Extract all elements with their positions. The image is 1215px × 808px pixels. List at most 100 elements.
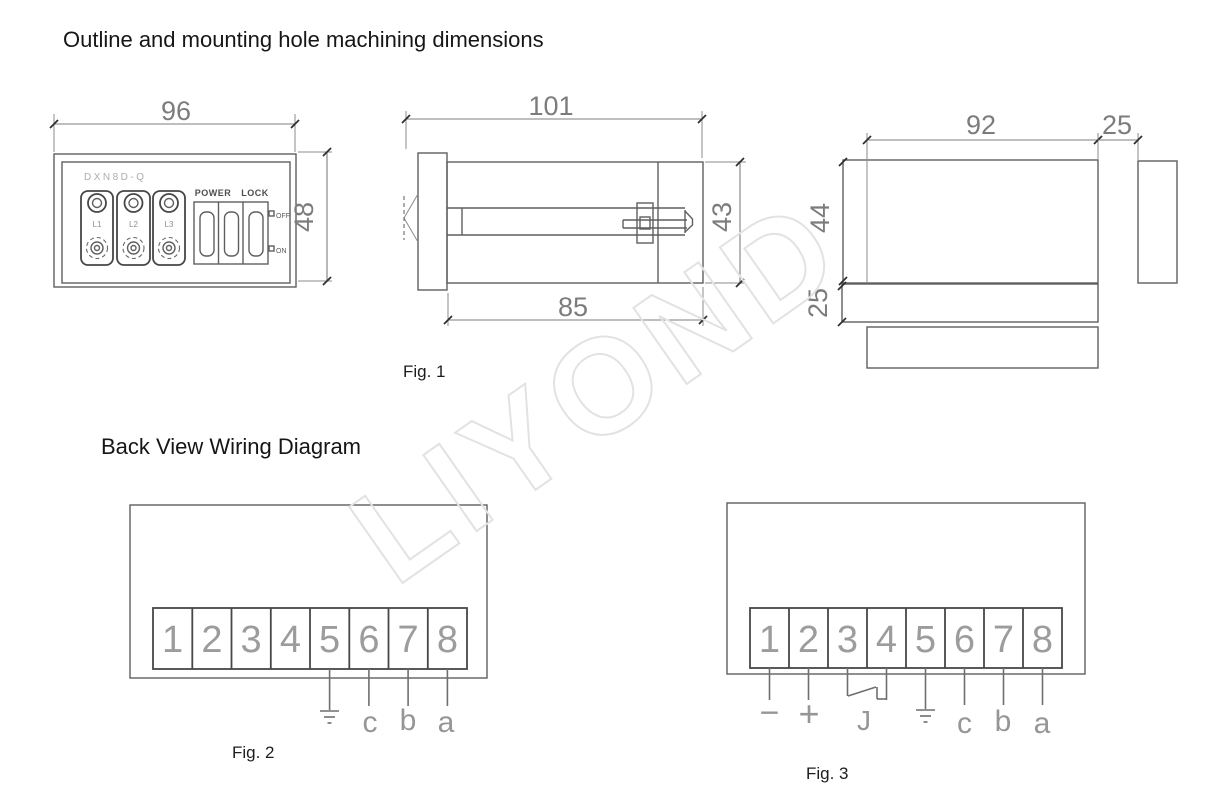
fig3-wire-label-plus: + (798, 693, 819, 734)
switch-slot (199, 211, 215, 257)
lamp-label: L3 (165, 220, 174, 229)
fig3-terminal-dividers (788, 608, 1024, 668)
dim-101-value: 101 (528, 91, 573, 121)
fig3-ground-icon (916, 709, 935, 723)
off-marker-icon (268, 210, 275, 217)
fig2-wire-label-a: a (438, 706, 455, 739)
fig2-wire-label-c: c (363, 706, 378, 739)
terminal-number: 3 (837, 619, 858, 661)
fig3-wire-label-minus: − (760, 694, 780, 732)
lamp-icon (87, 193, 107, 213)
lamp-center-icon (128, 197, 139, 209)
dim-96-value: 96 (161, 96, 191, 126)
terminal-number: 6 (954, 619, 975, 661)
lamp-center-icon (163, 197, 175, 209)
fig2-ground-icon (320, 710, 339, 724)
dim-25-top: 25 (1098, 110, 1143, 161)
terminal-number: 1 (162, 619, 183, 661)
fig3-terminal-numbers: 1 2 3 4 5 6 7 8 (759, 619, 1053, 661)
terminal-number: 3 (241, 619, 262, 661)
switch-block: POWER LOCK OFF ON (193, 188, 290, 265)
on-label: ON (276, 248, 287, 255)
lamp-label: L1 (93, 220, 102, 229)
dim-85: 85 (443, 287, 708, 326)
lamp-label: L2 (129, 220, 138, 229)
dim-44: 44 (805, 157, 848, 286)
fig3-wire-label-c: c (957, 707, 972, 740)
body-outline (446, 161, 704, 284)
terminal-number: 2 (798, 619, 819, 661)
side-plate-outline (1137, 160, 1178, 284)
dim-25-left-value: 25 (803, 288, 833, 318)
fig1-label: Fig. 1 (403, 362, 446, 381)
terminal-number: 4 (876, 619, 897, 661)
terminal-number: 5 (319, 619, 340, 661)
dim-92: 92 (862, 110, 1103, 160)
terminal-number: 6 (358, 619, 379, 661)
terminal-number: 7 (993, 619, 1014, 661)
test-jack-pin-icon (130, 244, 137, 252)
module-outline (116, 190, 151, 266)
fig2-case-outline (129, 504, 488, 679)
fig2-label: Fig. 2 (232, 743, 275, 762)
test-jack-pin-icon (165, 244, 173, 252)
terminal-number: 5 (915, 619, 936, 661)
fig2-terminal-numbers: 1 2 3 4 5 6 7 8 (162, 619, 458, 661)
lamp-icon (159, 193, 179, 213)
dim-43-value: 43 (707, 202, 737, 232)
test-jack-icon (90, 241, 104, 255)
fig2-wires (328, 669, 449, 710)
terminal-number: 7 (398, 619, 419, 661)
test-jack-ring-icon (122, 236, 145, 260)
dim-44-value: 44 (805, 203, 835, 233)
fig1-front-view: DXN8D-Q L1 L2 L3 (49, 96, 332, 288)
dim-43: 43 (705, 157, 746, 288)
bracket-strip (841, 283, 1099, 323)
lamp-module-3: L3 (152, 190, 186, 266)
bezel-outline (417, 152, 448, 291)
module-outline (152, 190, 186, 266)
test-jack-icon (162, 241, 176, 255)
lamp-center-icon (91, 197, 103, 209)
switch-block-outline (193, 201, 269, 265)
dim-96: 96 (49, 96, 300, 152)
dim-48-value: 48 (289, 202, 319, 232)
dim-92-value: 92 (966, 110, 996, 140)
test-jack-pin-icon (93, 244, 101, 252)
front-outer-outline (53, 153, 297, 288)
fig1-side-view: 101 85 43 (401, 91, 746, 326)
test-jack-ring-icon (85, 236, 109, 260)
panel-clip (403, 193, 419, 243)
fig2-wire-label-b: b (400, 704, 417, 737)
fig3-wire-label-b: b (995, 705, 1012, 738)
nut-center (639, 216, 651, 230)
switch-slot (248, 211, 264, 257)
dim-25-left: 25 (803, 281, 847, 327)
page-title: Outline and mounting hole machining dime… (63, 27, 544, 52)
dim-101: 101 (401, 91, 707, 158)
cutout-outline (842, 159, 1099, 284)
fig3-relay-contact-icon (847, 686, 887, 700)
off-label: OFF (276, 213, 290, 220)
fig3-wires (768, 668, 1044, 709)
test-jack-icon (126, 241, 141, 255)
fig3-diagram: 1 2 3 4 5 6 7 8 − (726, 502, 1086, 740)
fig2-diagram: 1 2 3 4 5 6 7 8 c b a (129, 504, 488, 739)
fig3-label: Fig. 3 (806, 764, 849, 783)
terminal-number: 8 (437, 619, 458, 661)
terminal-number: 2 (201, 619, 222, 661)
terminal-number: 1 (759, 619, 780, 661)
lamp-module-2: L2 (116, 190, 151, 266)
fig3-case-outline (726, 502, 1086, 675)
lock-label: LOCK (241, 188, 269, 198)
lamp-module-1: L1 (80, 190, 114, 266)
test-jack-ring-icon (157, 236, 181, 260)
back-view-heading: Back View Wiring Diagram (101, 434, 362, 459)
mounting-screw (447, 202, 694, 244)
switch-slot (223, 211, 240, 257)
dim-85-value: 85 (558, 292, 588, 322)
terminal-number: 8 (1032, 619, 1053, 661)
terminal-number: 4 (280, 619, 301, 661)
